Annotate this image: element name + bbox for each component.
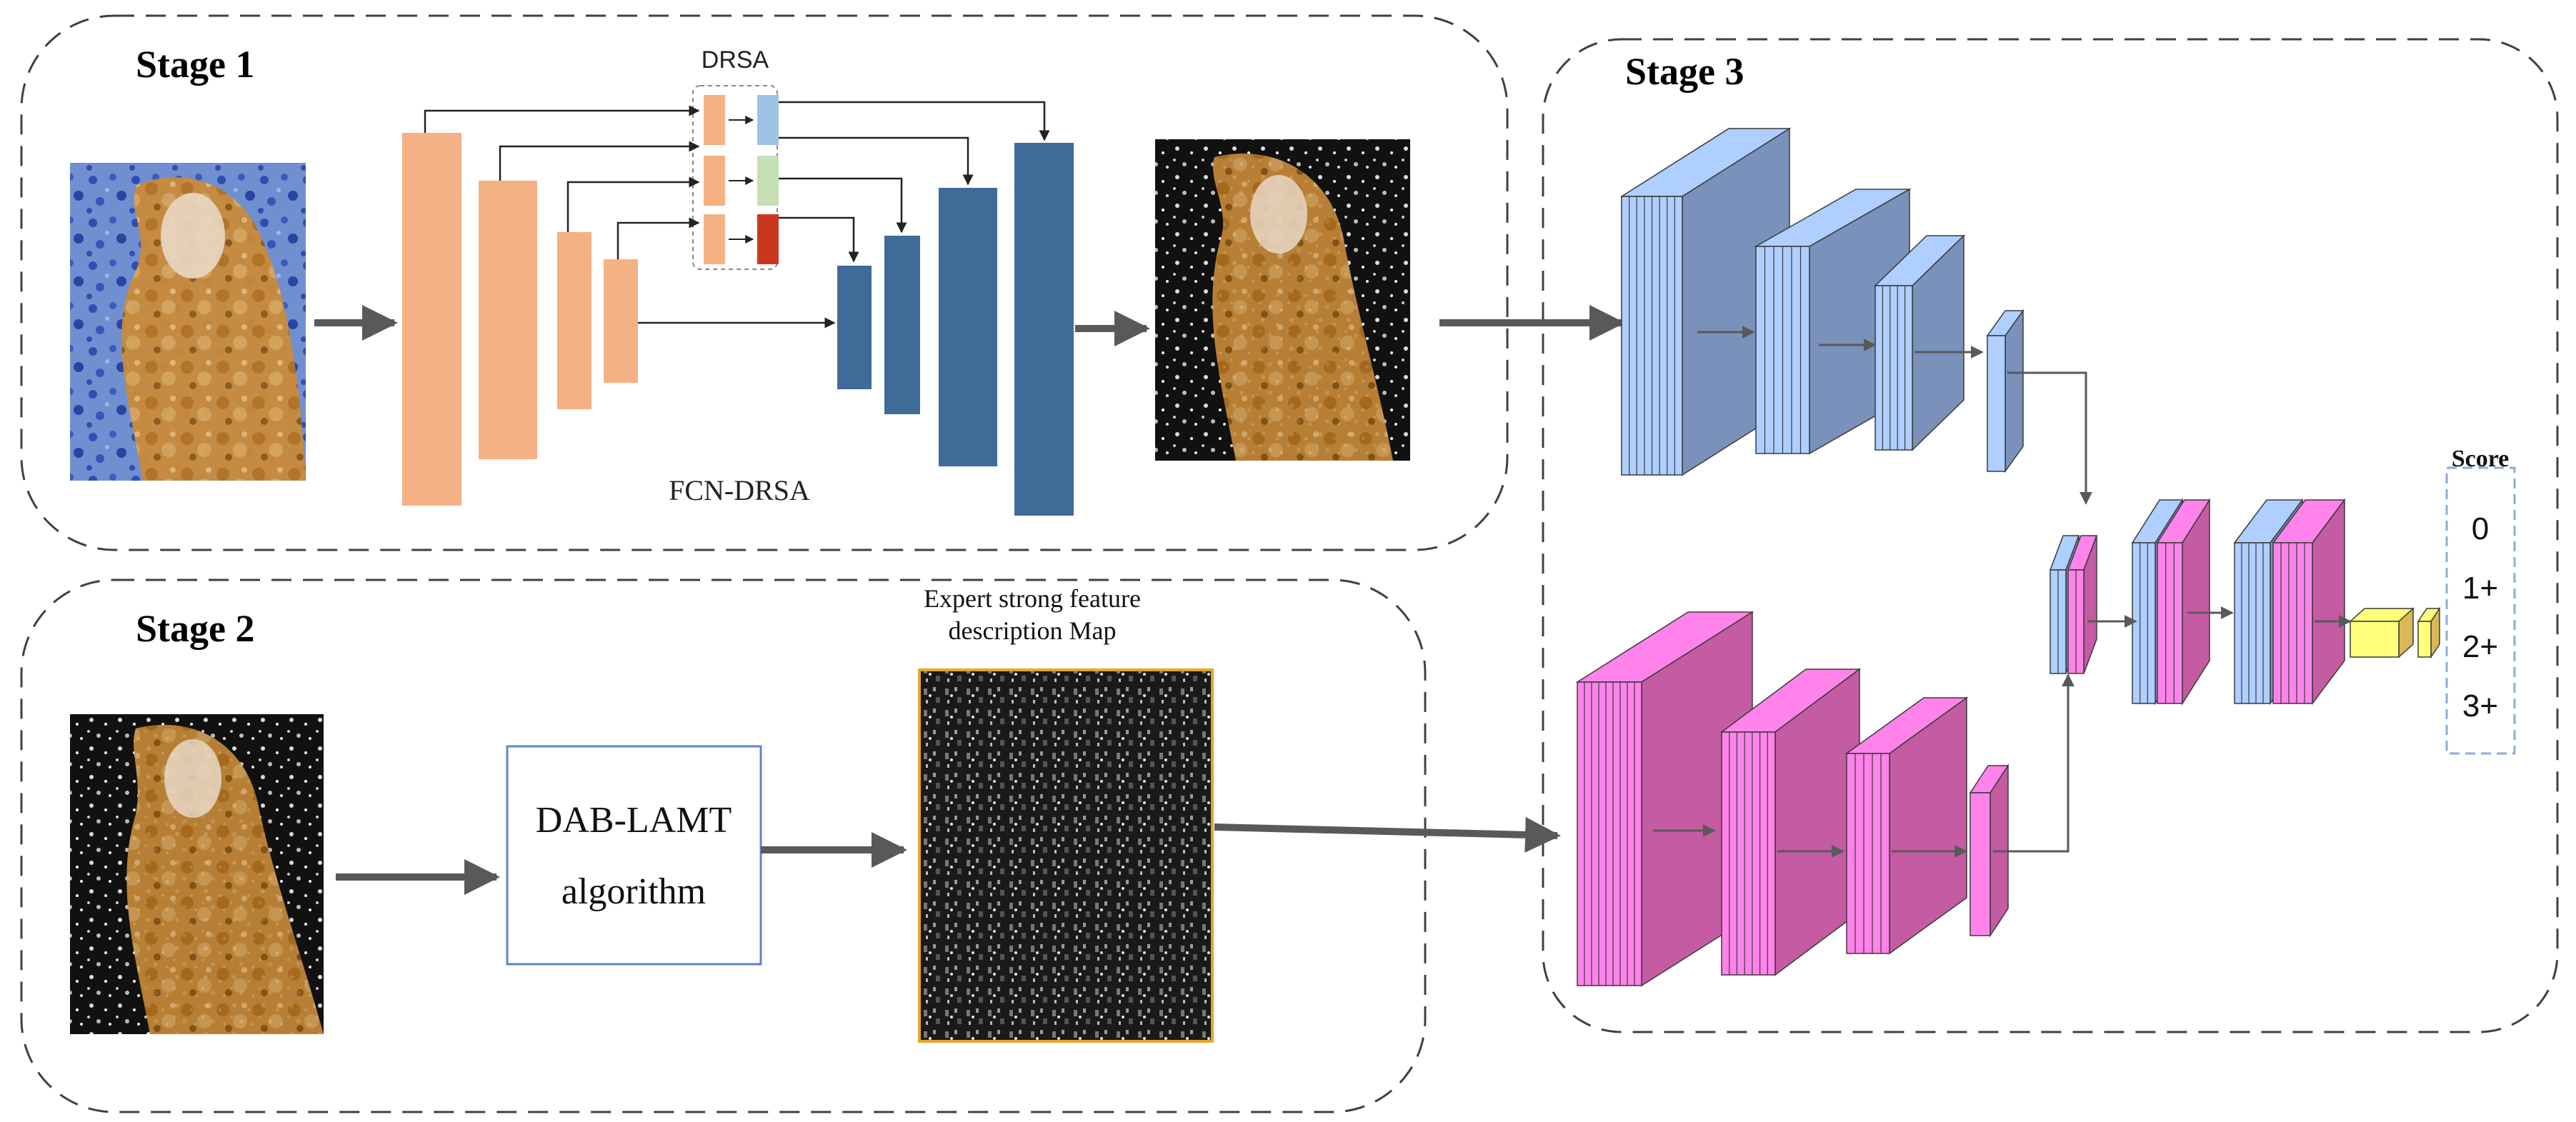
drsa-to-dec1: [779, 216, 859, 263]
s3-top-block-3-front: [1874, 285, 1913, 451]
stage2-title: Stage 2: [136, 607, 254, 650]
drsa-attention-red: [757, 214, 779, 264]
s3-fuse-2a-front: [2132, 542, 2156, 704]
s3-bottom-block-4-front: [1970, 792, 1991, 936]
s3-top-block-4-side: [2005, 309, 2024, 474]
stage1-title: Stage 1: [136, 43, 254, 86]
stage3-title: Stage 3: [1625, 50, 1744, 93]
segmented-output-image: [1155, 139, 1410, 461]
decoder-block-4: [1014, 143, 1074, 516]
skip-enc2-drsa: [499, 141, 700, 181]
score-title: Score: [2452, 446, 2510, 472]
score-1plus: 1+: [2462, 571, 2498, 606]
feature-description-map: [918, 668, 1214, 1043]
s3-fc-1-front: [2350, 621, 2400, 658]
s3-bottom-block-2-front: [1721, 731, 1776, 976]
s3-top-block-4-front: [1987, 335, 2006, 472]
drsa-attention-green: [757, 156, 779, 206]
s3-bottom-block-1-front: [1577, 681, 1642, 986]
skip-enc4-drsa: [616, 217, 700, 259]
drsa-input-1: [704, 95, 725, 145]
drsa-to-dec2: [779, 177, 907, 234]
stage2-input-image: [70, 714, 324, 1034]
stage3-cnn-blocks: [1575, 127, 2441, 987]
encoder-block-2: [479, 181, 537, 459]
score-0: 0: [2472, 511, 2489, 546]
drsa-attention-blue: [757, 95, 779, 145]
s3-fuse-3b-front: [2272, 542, 2313, 704]
s3-fuse-3a-front: [2234, 542, 2271, 704]
map-caption-line1: Expert strong feature: [924, 584, 1141, 613]
skip-enc1-drsa: [424, 105, 700, 133]
drsa-input-2: [704, 156, 725, 206]
drsa-to-dec3: [779, 136, 974, 186]
score-box: [2445, 466, 2516, 755]
input-ihc-image: [70, 163, 306, 481]
s3-fc-2-front: [2417, 621, 2432, 658]
fcn-drsa-label: FCN-DRSA: [669, 474, 810, 506]
drsa-label: DRSA: [702, 46, 769, 74]
skip-enc3-drsa: [566, 176, 700, 232]
score-2plus: 2+: [2462, 629, 2498, 664]
s3-fuse-2b-front: [2157, 542, 2183, 704]
decoder-block-3: [939, 188, 997, 466]
drsa-input-3: [704, 214, 725, 264]
stage2-box: [20, 578, 1427, 1113]
decoder-block-2: [884, 236, 920, 414]
s3-bottom-block-3-front: [1846, 753, 1890, 954]
map-caption-line2: description Map: [949, 616, 1117, 645]
algorithm-name: DAB-LAMT: [536, 800, 732, 841]
s3-top-to-fusion: [2007, 371, 2092, 505]
stage1-box: [20, 14, 1509, 551]
encoder-block-3: [557, 232, 591, 409]
drsa-to-dec4: [779, 101, 1050, 141]
encoder-block-4: [604, 259, 638, 383]
dab-lamt-algorithm-box: [506, 745, 762, 966]
s3-bottom-to-fusion: [1993, 673, 2075, 853]
algorithm-word: algorithm: [561, 871, 706, 912]
arrow-stage2-to-stage3: [1214, 816, 1561, 853]
decoder-block-1: [837, 266, 872, 389]
score-3plus: 3+: [2462, 688, 2498, 723]
stage3-box: [1542, 38, 2559, 1033]
encoder-block-1: [402, 133, 461, 506]
